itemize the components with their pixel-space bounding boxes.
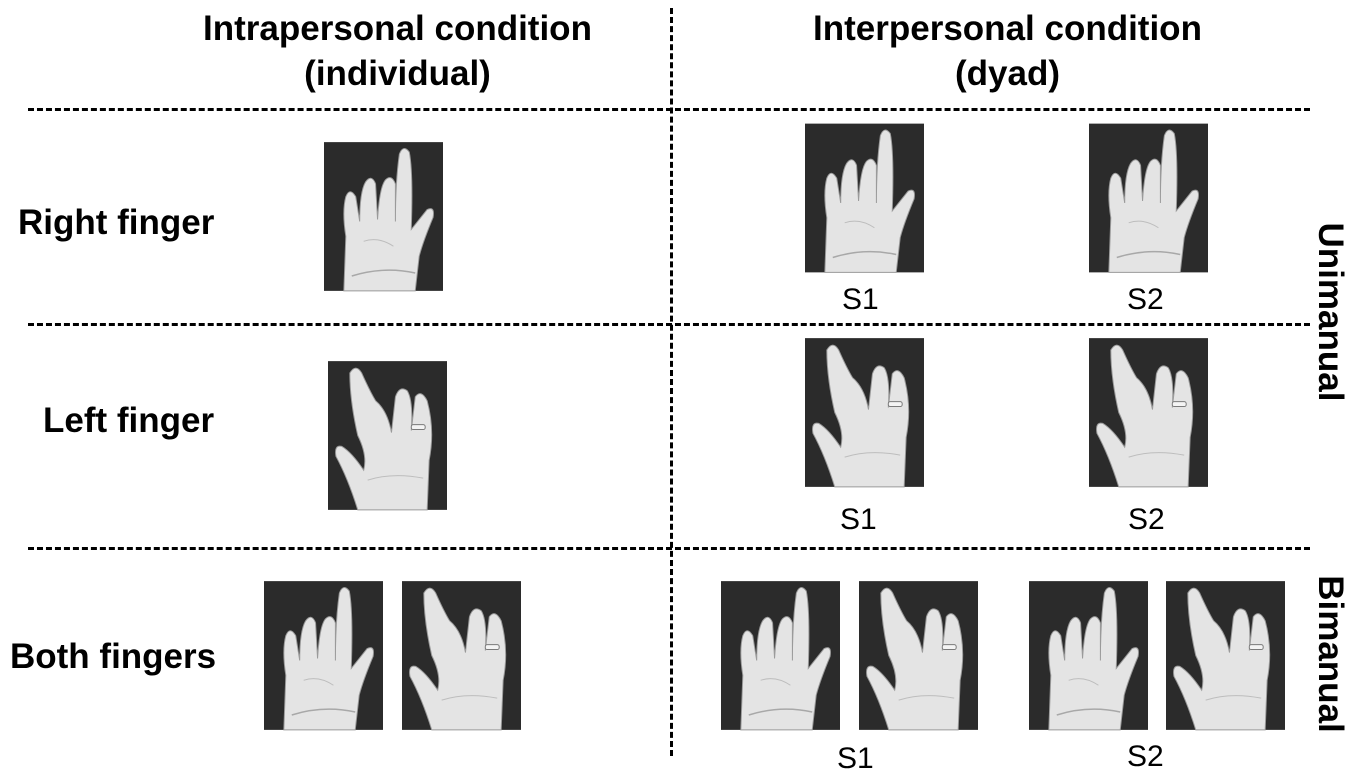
left-hand-image	[328, 359, 447, 512]
row-divider-1	[28, 323, 1310, 326]
header-divider	[28, 108, 1310, 111]
photo-intra-both-right-hand	[264, 579, 383, 732]
photo-inter-both-right-hand-s1	[721, 579, 840, 732]
left-hand-image	[402, 579, 521, 732]
right-hand-image	[1089, 122, 1208, 274]
side-label-bimanual: Bimanual	[1311, 575, 1350, 733]
row-label-right: Right finger	[18, 203, 215, 242]
photo-inter-right-hand-s1	[805, 122, 924, 274]
inter-header-line1: Interpersonal condition	[813, 9, 1202, 48]
subject-label-s1: S1	[837, 742, 874, 775]
photo-inter-left-hand-s2	[1089, 336, 1208, 489]
intra-header-line2: (individual)	[304, 54, 491, 93]
subject-label-s2: S2	[1128, 503, 1165, 536]
photo-inter-both-right-hand-s2	[1029, 579, 1148, 732]
inter-header: Interpersonal condition (dyad)	[790, 6, 1225, 96]
intra-header: Intrapersonal condition (individual)	[180, 6, 615, 96]
photo-inter-right-hand-s2	[1089, 122, 1208, 274]
photo-intra-right-hand	[324, 140, 443, 293]
right-hand-image	[1029, 579, 1148, 732]
subject-label-s1: S1	[840, 503, 877, 536]
right-hand-image	[721, 579, 840, 732]
right-hand-image	[805, 122, 924, 274]
left-hand-image	[805, 336, 924, 489]
photo-inter-left-hand-s1	[805, 336, 924, 489]
side-label-unimanual: Unimanual	[1311, 222, 1350, 402]
left-hand-image	[1166, 579, 1285, 732]
photo-intra-both-left-hand	[402, 579, 521, 732]
right-hand-image	[264, 579, 383, 732]
inter-header-line2: (dyad)	[955, 54, 1060, 93]
column-divider	[670, 8, 673, 756]
row-divider-2	[28, 547, 1310, 550]
photo-inter-both-left-hand-s1	[859, 579, 978, 732]
subject-label-s1: S1	[842, 283, 879, 316]
row-label-both: Both fingers	[10, 637, 217, 676]
subject-label-s2: S2	[1127, 283, 1164, 316]
left-hand-image	[859, 579, 978, 732]
right-hand-image	[324, 140, 443, 293]
left-hand-image	[1089, 336, 1208, 489]
subject-label-s2: S2	[1127, 740, 1164, 773]
photo-intra-left-hand	[328, 359, 447, 512]
intra-header-line1: Intrapersonal condition	[203, 9, 592, 48]
photo-inter-both-left-hand-s2	[1166, 579, 1285, 732]
row-label-left: Left finger	[43, 401, 215, 440]
